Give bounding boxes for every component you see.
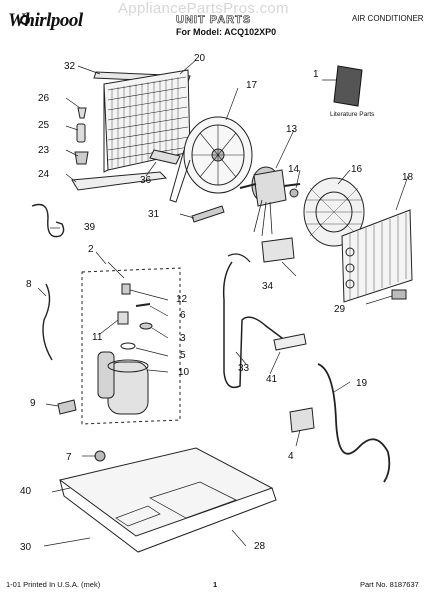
callout-16: 16	[351, 164, 363, 175]
compressor-grommet	[139, 322, 153, 330]
brand-logo: Whirlpool	[8, 10, 83, 32]
compressor-cap	[121, 283, 131, 295]
evaporator-coil	[341, 209, 413, 303]
compressor-mount	[94, 450, 106, 462]
callout-34: 34	[262, 281, 274, 292]
fan-motor	[239, 166, 301, 237]
callout-18: 18	[402, 172, 414, 183]
callout-33: 33	[238, 363, 250, 374]
callout-19: 19	[356, 378, 368, 389]
callout-30: 30	[20, 542, 32, 553]
callout-4: 4	[288, 451, 294, 462]
discharge-tube	[273, 333, 307, 351]
part-number: Part No. 8187637	[360, 580, 419, 589]
category-label: AIR CONDITIONER	[352, 14, 424, 23]
callout-1: 1	[313, 69, 319, 80]
insulation-pad	[289, 407, 315, 433]
callout-39: 39	[84, 222, 96, 233]
callout-25: 25	[38, 120, 50, 131]
base-rail	[71, 171, 168, 191]
blower-wheel	[303, 177, 365, 247]
callout-3: 3	[180, 333, 186, 344]
wiring-harness	[42, 283, 53, 361]
nut-part	[289, 188, 299, 198]
filter-part	[76, 123, 86, 143]
condenser-fan-shroud	[169, 116, 253, 203]
callout-11: 11	[92, 332, 103, 343]
callout-8: 8	[26, 279, 32, 290]
callout-6: 6	[180, 310, 186, 321]
model-number: For Model: ACQ102XP0	[176, 27, 277, 37]
compressor-gasket	[135, 303, 151, 307]
callout-29: 29	[334, 304, 346, 315]
valve-part	[74, 151, 89, 165]
logo-ring-icon	[20, 15, 30, 25]
callout-26: 26	[38, 93, 50, 104]
callout-10: 10	[178, 367, 190, 378]
filter-pad	[261, 237, 295, 263]
callout-23: 23	[38, 145, 50, 156]
callout-5: 5	[180, 350, 186, 361]
condensate-tube	[317, 363, 391, 483]
callout-20: 20	[194, 53, 206, 64]
callout-24: 24	[38, 169, 50, 180]
compressor-washer	[120, 342, 136, 350]
compressor-clip	[117, 311, 129, 325]
callout-13: 13	[286, 124, 298, 135]
callout-28: 28	[254, 541, 266, 552]
compressor	[97, 351, 149, 415]
callout-14: 14	[288, 164, 300, 175]
callout-36: 36	[140, 175, 152, 186]
clip-part	[391, 289, 407, 300]
footer-print-info: 1-01 Printed In U.S.A. (mek)	[6, 580, 101, 589]
mounting-bracket	[149, 149, 181, 165]
callout-9: 9	[30, 398, 36, 409]
small-bracket	[57, 399, 77, 415]
callout-41: 41	[266, 374, 278, 385]
callout-7: 7	[66, 452, 72, 463]
compressor-assembly-box	[81, 267, 181, 425]
literature-booklet	[333, 65, 363, 107]
page-number: 1	[213, 580, 218, 589]
watermark: AppliancePartsPros.com	[118, 0, 289, 17]
tubing-part	[31, 203, 65, 238]
callout-12: 12	[176, 294, 188, 305]
base-pan	[58, 447, 277, 553]
suction-tube	[222, 261, 291, 389]
callout-32: 32	[64, 61, 76, 72]
callout-2: 2	[88, 244, 94, 255]
page-title: UNIT PARTS	[176, 14, 252, 27]
callout-17: 17	[246, 80, 258, 91]
drier-part	[77, 107, 87, 119]
callout-40: 40	[20, 486, 32, 497]
screw-rod	[191, 205, 225, 223]
callout-31: 31	[148, 209, 160, 220]
literature-parts-label: Literature Parts	[330, 111, 375, 118]
